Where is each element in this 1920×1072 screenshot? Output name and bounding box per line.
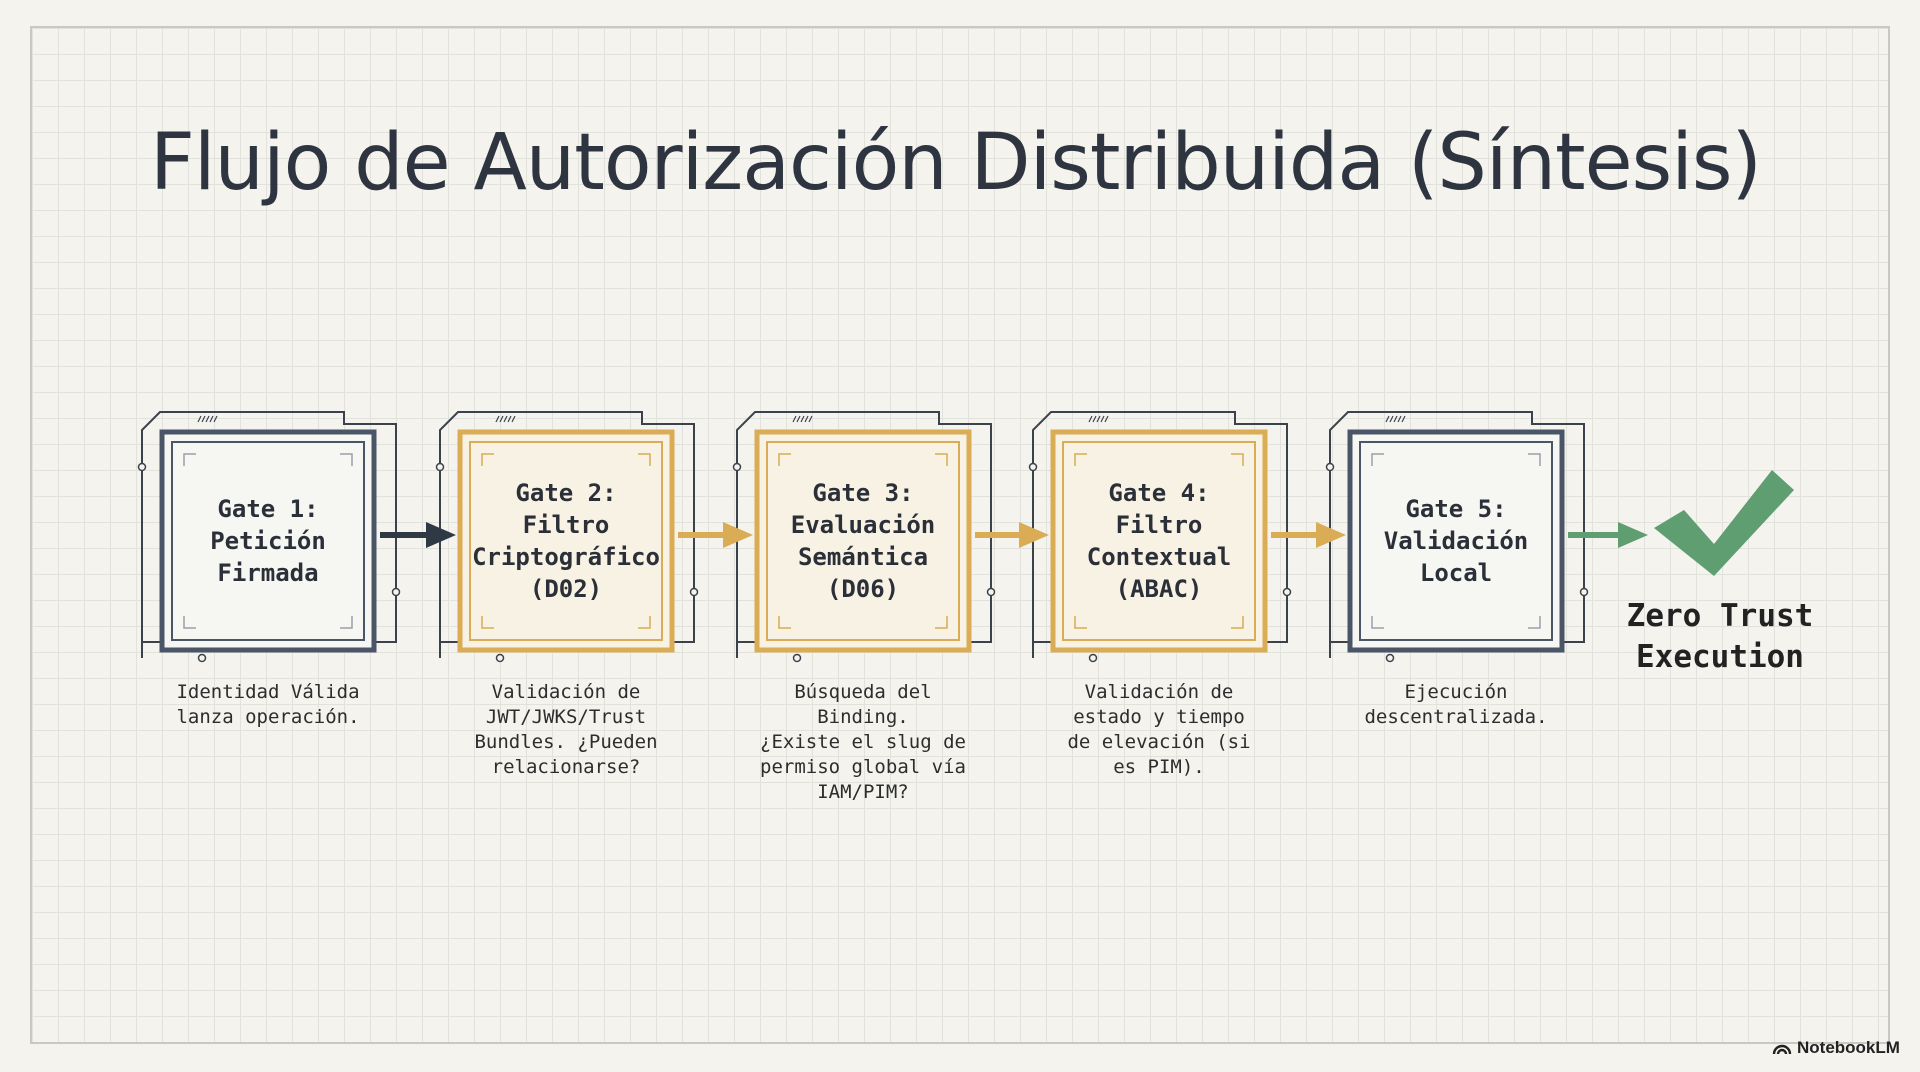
gate-1-box xyxy=(159,429,377,653)
gate-4-pin-bottom xyxy=(1088,653,1098,663)
gate-1-corner-bracket xyxy=(183,616,196,629)
arrow-4-head xyxy=(1316,522,1346,548)
watermark: NotebookLM xyxy=(1772,1038,1900,1058)
gate-4-hatch-mark xyxy=(1100,415,1105,423)
page-title: Flujo de Autorización Distribuida (Sínte… xyxy=(150,118,1762,208)
gate-5-hatch-mark xyxy=(1393,415,1398,423)
gate-1-hatch-mark xyxy=(209,415,214,423)
gate-2-description: Validación de JWT/JWKS/Trust Bundles. ¿P… xyxy=(474,681,658,778)
gate-2-hatch-mark xyxy=(503,415,508,423)
gate-4-pin-left xyxy=(1028,462,1038,472)
gate-1-hatch-mark xyxy=(213,415,218,423)
arrow-3-head xyxy=(1019,522,1049,548)
gate-5-box xyxy=(1347,429,1565,653)
gate-1-inner-border xyxy=(171,441,365,641)
gate-2-corner-bracket xyxy=(638,453,651,466)
gate-1-corner-bracket xyxy=(340,616,353,629)
gate-5-corner-bracket xyxy=(1371,453,1384,466)
gate-1-pin-left xyxy=(137,462,147,472)
gate-3-label: Gate 3: Evaluación Semántica (D06) xyxy=(790,479,936,603)
gate-3-description: Búsqueda del Binding. ¿Existe el slug de… xyxy=(760,681,966,803)
gate-1-hatch-mark xyxy=(201,415,206,423)
gate-4-inner-border xyxy=(1062,441,1256,641)
gate-3-box xyxy=(754,429,972,653)
notebooklm-logo-icon xyxy=(1772,1044,1792,1055)
gate-3-corner-bracket xyxy=(935,616,948,629)
gate-1-corner-bracket xyxy=(183,453,196,466)
gate-4-corner-bracket xyxy=(1074,616,1087,629)
gate-3-corner-bracket xyxy=(778,453,791,466)
gate-3-pin-bottom xyxy=(792,653,802,663)
gate-5-pin-right xyxy=(1579,587,1589,597)
gate-5-hatch-mark xyxy=(1401,415,1406,423)
gate-5-description: Ejecución descentralizada. xyxy=(1364,681,1548,728)
gate-2-hatch-mark xyxy=(511,415,516,423)
gate-5-label: Gate 5: Validación Local xyxy=(1383,495,1529,587)
gate-4-hatch-mark xyxy=(1092,415,1097,423)
gate-1-corner-bracket xyxy=(340,453,353,466)
gate-1-description: Identidad Válida lanza operación. xyxy=(176,681,360,728)
gate-4-corner-bracket xyxy=(1074,453,1087,466)
gate-5-corner-bracket xyxy=(1528,453,1541,466)
gate-4-description: Validación de estado y tiempo de elevaci… xyxy=(1067,681,1251,778)
gate-4-box xyxy=(1050,429,1268,653)
gate-3-pin-left xyxy=(732,462,742,472)
gate-4-hatch-mark xyxy=(1088,415,1093,423)
gate-4-pin-right xyxy=(1282,587,1292,597)
arrow-2-head xyxy=(723,522,753,548)
arrow-5-head xyxy=(1618,522,1648,548)
gate-1-hatch-mark xyxy=(205,415,210,423)
gate-2-corner-bracket xyxy=(481,453,494,466)
gate-5-pin-bottom xyxy=(1385,653,1395,663)
gate-2-pin-bottom xyxy=(495,653,505,663)
result-label: Zero Trust Execution xyxy=(1626,598,1814,675)
gate-5-pin-left xyxy=(1325,462,1335,472)
gate-3-hatch-mark xyxy=(796,415,801,423)
gate-2-hatch-mark xyxy=(499,415,504,423)
gate-2-box xyxy=(457,429,675,653)
gate-2-pin-right xyxy=(689,587,699,597)
gate-1-pin-right xyxy=(391,587,401,597)
gate-4-hatch-mark xyxy=(1104,415,1109,423)
gate-5-hatch-mark xyxy=(1389,415,1394,423)
gate-2-pin-left xyxy=(435,462,445,472)
gate-1-pin-bottom xyxy=(197,653,207,663)
gate-5-corner-bracket xyxy=(1371,616,1384,629)
gate-3-corner-bracket xyxy=(935,453,948,466)
gate-4-corner-bracket xyxy=(1231,453,1244,466)
gate-1-label: Gate 1: Petición Firmada xyxy=(210,495,326,587)
gate-2-corner-bracket xyxy=(638,616,651,629)
gate-4-hatch-mark xyxy=(1096,415,1101,423)
checkmark-icon xyxy=(1654,470,1794,576)
gate-3-corner-bracket xyxy=(778,616,791,629)
gate-3-hatch-mark xyxy=(804,415,809,423)
gate-3-pin-right xyxy=(986,587,996,597)
gate-3-hatch-mark xyxy=(800,415,805,423)
gate-5-hatch-mark xyxy=(1397,415,1402,423)
arrow-1-head xyxy=(426,522,456,548)
gate-2-hatch-mark xyxy=(507,415,512,423)
gate-5-inner-border xyxy=(1359,441,1553,641)
gate-2-inner-border xyxy=(469,441,663,641)
gate-1-hatch-mark xyxy=(197,415,202,423)
gate-2-label: Gate 2: Filtro Criptográfico (D02) xyxy=(472,479,660,603)
gate-5-corner-bracket xyxy=(1528,616,1541,629)
watermark-text: NotebookLM xyxy=(1797,1038,1900,1057)
gate-3-hatch-mark xyxy=(792,415,797,423)
gate-2-hatch-mark xyxy=(495,415,500,423)
gate-4-label: Gate 4: Filtro Contextual (ABAC) xyxy=(1086,479,1232,603)
gate-4-corner-bracket xyxy=(1231,616,1244,629)
gate-3-hatch-mark xyxy=(808,415,813,423)
gate-2-corner-bracket xyxy=(481,616,494,629)
gate-3-inner-border xyxy=(766,441,960,641)
gate-5-hatch-mark xyxy=(1385,415,1390,423)
